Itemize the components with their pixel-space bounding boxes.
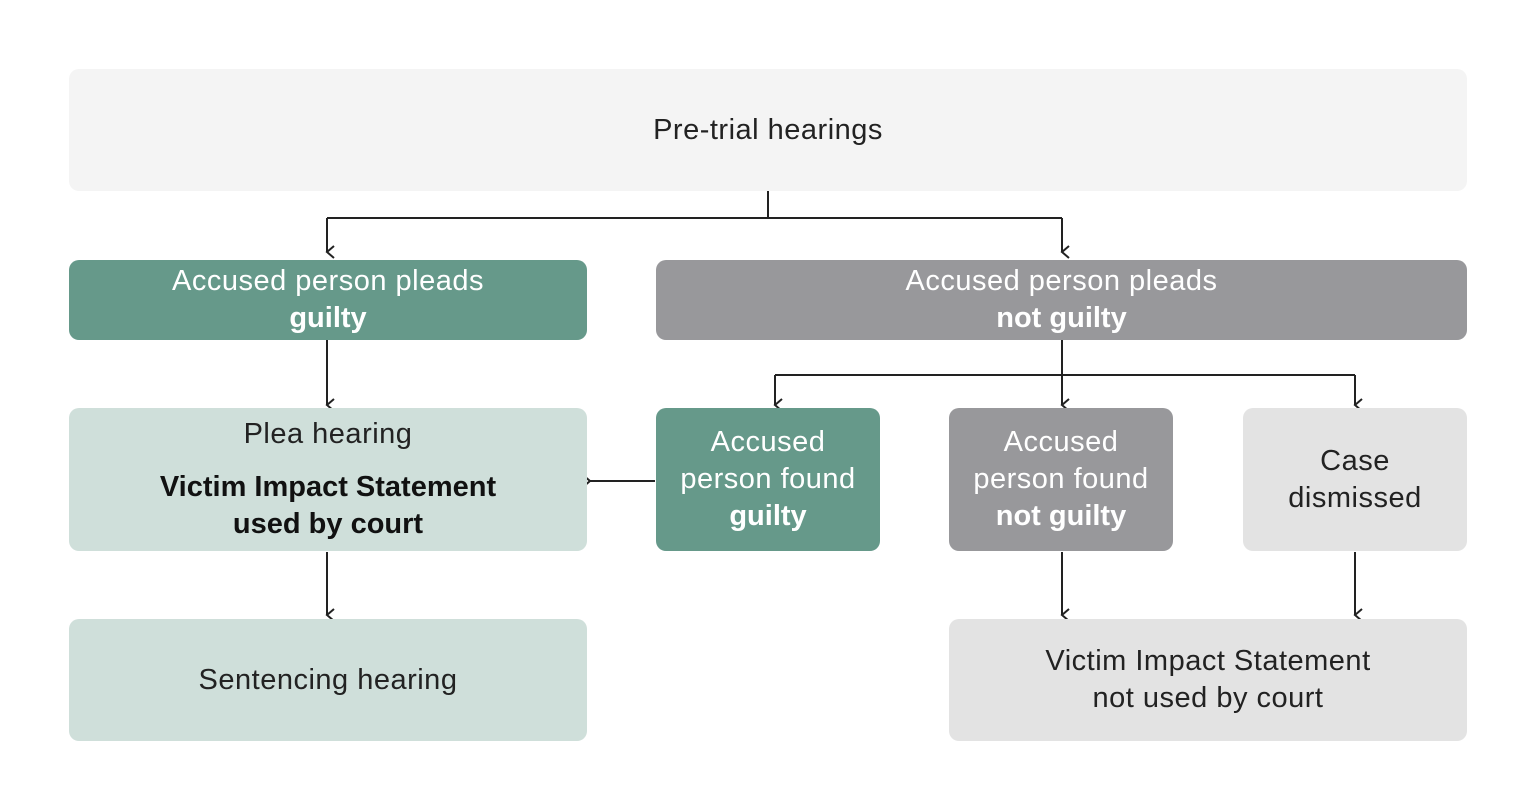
node-label: person found bbox=[973, 463, 1149, 495]
node-sentencing-hearing: Sentencing hearing bbox=[69, 619, 587, 741]
node-label-bold: guilty bbox=[289, 302, 367, 334]
node-label-bold: guilty bbox=[729, 500, 807, 532]
node-vis-not-used: Victim Impact Statement not used by cour… bbox=[949, 619, 1467, 741]
node-label: Accused bbox=[1003, 426, 1119, 458]
node-label-bold: not guilty bbox=[996, 302, 1127, 334]
node-label: Sentencing hearing bbox=[198, 663, 458, 696]
node-label: Pre-trial hearings bbox=[653, 113, 883, 146]
node-label: not used by court bbox=[1092, 682, 1324, 714]
node-pleads-guilty: Accused person pleads guilty bbox=[69, 260, 587, 340]
node-found-guilty: Accused person found guilty bbox=[656, 408, 880, 551]
node-label-bold: Victim Impact Statement bbox=[159, 471, 497, 503]
node-case-dismissed: Case dismissed bbox=[1243, 408, 1467, 551]
node-label: person found bbox=[680, 463, 856, 495]
node-label: Accused bbox=[710, 426, 826, 458]
node-label: Victim Impact Statement bbox=[1045, 645, 1371, 677]
node-label: Accused person pleads bbox=[905, 265, 1218, 297]
node-label: Accused person pleads bbox=[172, 265, 484, 297]
node-label-bold: used by court bbox=[232, 508, 424, 540]
node-plea-hearing: Plea hearing Victim Impact Statement use… bbox=[69, 408, 587, 551]
node-pre-trial-hearings: Pre-trial hearings bbox=[69, 69, 1467, 191]
node-label: dismissed bbox=[1288, 481, 1422, 514]
node-label-bold: not guilty bbox=[995, 500, 1127, 532]
node-label: Plea hearing bbox=[243, 418, 413, 450]
node-label: Case bbox=[1320, 444, 1390, 477]
node-found-not-guilty: Accused person found not guilty bbox=[949, 408, 1173, 551]
node-pleads-not-guilty: Accused person pleads not guilty bbox=[656, 260, 1467, 340]
